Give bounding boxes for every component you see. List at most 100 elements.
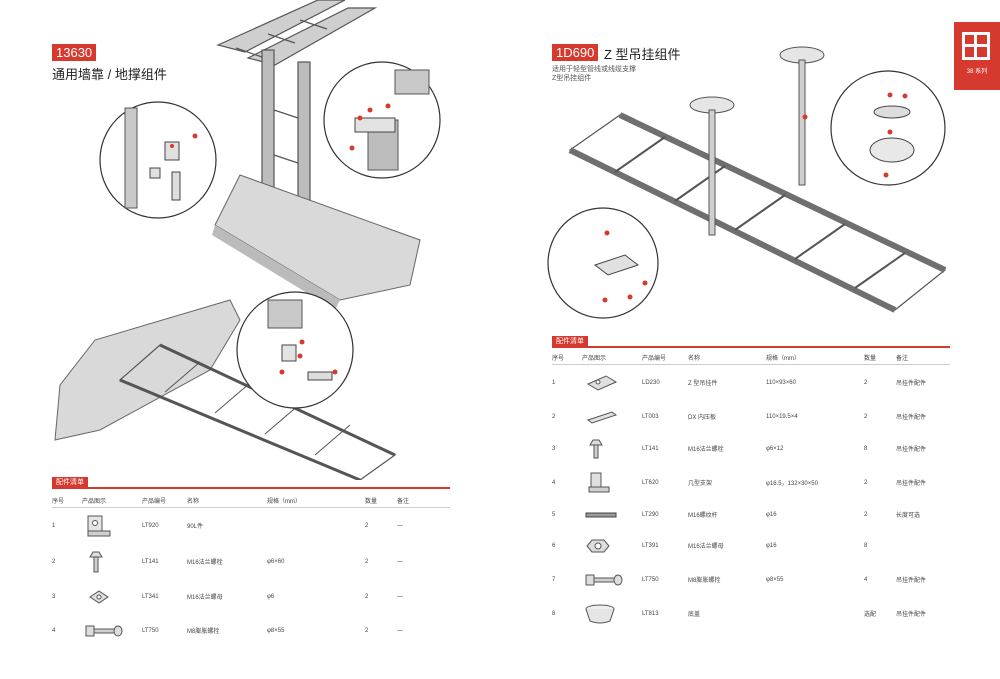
subtitle-line: 适用于轻型管线或线缆支撑 xyxy=(552,66,636,73)
row-no: 2 xyxy=(52,558,56,565)
anchor-bolt-icon xyxy=(82,614,142,648)
col-spec: 规格（mm） xyxy=(267,493,365,508)
table-row: 6 LT391 M16法兰螺母 φ16 8 xyxy=(552,529,950,563)
right-product-code: 1D690 xyxy=(552,44,599,61)
col-qty: 数量 xyxy=(864,350,896,365)
right-subtitle: 适用于轻型管线或线缆支撑 Z型吊挂组件 xyxy=(552,65,636,83)
col-name: 名称 xyxy=(688,350,766,365)
row-name: M8膨胀螺栓 xyxy=(688,578,721,584)
row-note: — xyxy=(397,627,403,634)
row-no: 4 xyxy=(52,627,56,634)
left-parts-table: 序号 产品图示 产品编号 名称 规格（mm） 数量 备注 1 LT920 90L… xyxy=(52,493,450,648)
left-product-code: 13630 xyxy=(52,44,97,61)
table-row: 3 LT141 M16法兰螺栓 φ6×12 8 吊挂件配件 xyxy=(552,433,950,465)
flange-bolt-icon xyxy=(82,544,142,580)
detail-wall-bracket xyxy=(99,101,217,219)
row-spec: φ8×55 xyxy=(766,576,784,583)
row-qty: 2 xyxy=(864,479,868,486)
row-spec: φ6×60 xyxy=(267,558,285,565)
row-no: 1 xyxy=(52,522,56,529)
row-name: M8膨胀螺栓 xyxy=(187,629,220,635)
left-page: 13630 通用墙靠 / 地撑组件 xyxy=(52,0,450,648)
row-code: LT750 xyxy=(642,576,659,583)
table-row: 1 LT920 90L件 2 — xyxy=(52,508,450,544)
row-code: LT920 xyxy=(142,522,159,529)
row-spec xyxy=(766,597,864,631)
col-name: 名称 xyxy=(187,493,267,508)
table-row: 2 LT003 DX 内压板 110×19.5×4 2 吊挂件配件 xyxy=(552,401,950,433)
right-table-tag: 配件清单 xyxy=(552,336,588,348)
detail-wall-connector xyxy=(236,291,354,409)
row-qty: 2 xyxy=(365,593,369,600)
row-name: 90L件 xyxy=(187,524,204,531)
right-table-header-row: 序号 产品图示 产品编号 名称 规格（mm） 数量 备注 xyxy=(552,350,950,365)
row-spec: φ16 xyxy=(766,542,777,549)
row-spec: φ6×12 xyxy=(766,445,784,452)
angle-bracket-icon xyxy=(82,508,142,544)
left-table-rule xyxy=(52,487,450,489)
table-row: 2 LT141 M16法兰螺栓 φ6×60 2 — xyxy=(52,544,450,580)
row-qty: 2 xyxy=(365,522,369,529)
flange-bolt-icon xyxy=(582,433,642,465)
row-name: 底盖 xyxy=(688,612,701,618)
row-code: LT141 xyxy=(642,445,659,452)
row-qty: 2 xyxy=(365,627,369,634)
z-bracket-icon xyxy=(582,365,642,401)
right-parts-table: 序号 产品图示 产品编号 名称 规格（mm） 数量 备注 1 LD230 Z 型… xyxy=(552,350,950,631)
row-note: 吊挂件配件 xyxy=(896,447,927,453)
threaded-rod-icon xyxy=(582,501,642,529)
row-qty: 2 xyxy=(864,413,868,420)
row-code: LT141 xyxy=(142,558,159,565)
right-table-header-bar: 配件清单 xyxy=(552,336,950,348)
row-qty: 2 xyxy=(365,558,369,565)
row-code: LT003 xyxy=(642,413,659,420)
table-row: 7 LT750 M8膨胀螺栓 φ8×55 4 吊挂件配件 xyxy=(552,563,950,597)
row-qty: 8 xyxy=(864,542,868,549)
row-code: LT290 xyxy=(642,511,659,518)
col-note: 备注 xyxy=(896,350,950,365)
square-nut-icon xyxy=(82,580,142,614)
row-spec: φ16.5，132×30×50 xyxy=(766,481,818,487)
table-row: 5 LT290 M16螺纹杆 φ16 2 长度可选 xyxy=(552,501,950,529)
detail-ceiling-mount xyxy=(830,70,946,186)
row-no: 7 xyxy=(552,576,556,583)
table-row: 3 LT341 M16法兰螺母 φ6 2 — xyxy=(52,580,450,614)
col-code: 产品编号 xyxy=(142,493,187,508)
row-code: LT341 xyxy=(142,593,159,600)
table-row: 4 LT750 M8膨胀螺栓 φ8×55 2 — xyxy=(52,614,450,648)
hanging-ladder xyxy=(568,112,947,313)
table-row: 1 LD230 Z 型吊挂件 110×93×60 2 吊挂件配件 xyxy=(552,365,950,401)
row-note: 吊挂件配件 xyxy=(896,481,927,487)
col-spec: 规格（mm） xyxy=(766,350,864,365)
row-qty: 2 xyxy=(864,511,868,518)
row-spec: 110×93×60 xyxy=(766,379,796,386)
right-title: Z 型吊挂组件 xyxy=(604,47,681,62)
row-name: M16法兰螺母 xyxy=(187,595,223,601)
col-code: 产品编号 xyxy=(642,350,688,365)
table-row: 4 LT620 几型支架 φ16.5，132×30×50 2 吊挂件配件 xyxy=(552,465,950,501)
left-table-header-bar: 配件清单 xyxy=(52,477,450,489)
hex-nut-icon xyxy=(582,529,642,563)
row-note: — xyxy=(397,522,403,529)
row-code: LT750 xyxy=(142,627,159,634)
row-name: M16法兰螺母 xyxy=(688,544,724,550)
logo-text: 38 系列 xyxy=(966,69,988,75)
row-spec: φ16 xyxy=(766,511,777,518)
col-no: 序号 xyxy=(552,350,582,365)
row-code: LT620 xyxy=(642,479,659,486)
hanging-rods xyxy=(689,46,825,236)
row-name: M16法兰螺栓 xyxy=(187,560,223,566)
col-note: 备注 xyxy=(397,493,450,508)
row-no: 6 xyxy=(552,542,556,549)
col-no: 序号 xyxy=(52,493,82,508)
row-spec: 110×19.5×4 xyxy=(766,413,798,420)
row-spec: φ8×55 xyxy=(267,627,285,634)
detail-floor-support xyxy=(323,61,441,179)
right-table-rule xyxy=(552,346,950,348)
row-name: DX 内压板 xyxy=(688,415,717,421)
row-code: LD230 xyxy=(642,379,660,386)
row-note: — xyxy=(397,593,403,600)
row-qty: 选配 xyxy=(864,612,877,618)
logo-mark-icon xyxy=(962,32,990,60)
u-bracket-icon xyxy=(582,465,642,501)
